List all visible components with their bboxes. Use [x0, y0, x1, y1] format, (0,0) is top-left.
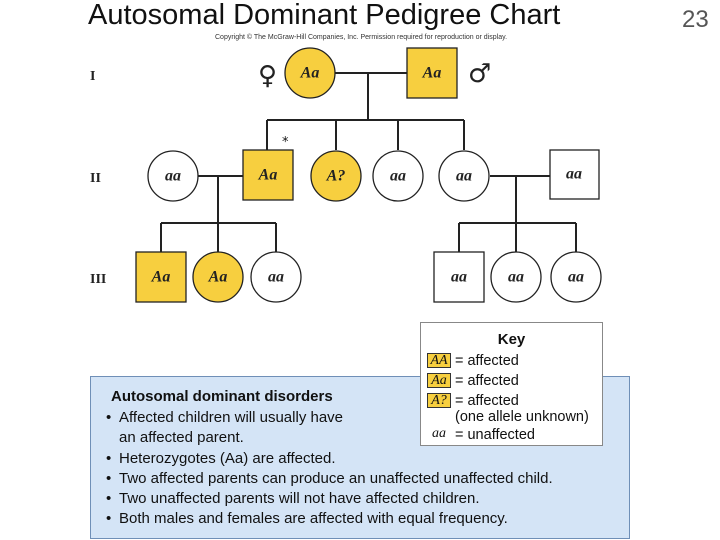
bullet-marker: •	[106, 469, 112, 487]
key-row-Aa: Aa = affected	[427, 372, 519, 389]
individual-g2-1: aa	[147, 150, 199, 202]
key-title: Key	[497, 331, 526, 348]
info-bullet-text: Heterozygotes (Aa) are affected.	[119, 449, 336, 467]
info-bullet-text: Both males and females are affected with…	[119, 510, 508, 528]
female-symbol-icon: ♀	[258, 61, 277, 91]
bullet-marker: •	[106, 449, 112, 467]
generation-label-1: I	[90, 69, 95, 84]
individual-g2-2: Aa	[242, 149, 294, 201]
key-row-AA: AA = affected	[427, 352, 519, 369]
individual-g2-4: aa	[372, 150, 424, 202]
bullet-marker: •	[106, 409, 112, 426]
genotype-label: aa	[456, 168, 472, 185]
individual-g3-3: aa	[250, 251, 302, 303]
individual-g2-5: aa	[438, 150, 490, 202]
key-label: = unaffected	[455, 426, 535, 443]
genotype-label: aa	[568, 269, 584, 286]
key-row-aa: aa = unaffected	[427, 426, 535, 443]
info-bullet-item: • Affected children will usually have an …	[106, 408, 553, 449]
genotype-label: Aa	[422, 65, 442, 82]
generation-label-2: II	[90, 171, 101, 186]
genotype-label: aa	[508, 269, 524, 286]
male-symbol-icon: ♂	[468, 59, 491, 89]
autosomal-dominant-info-box: Autosomal dominant disorders • Affected c…	[90, 376, 630, 539]
info-bullet-list: • Affected children will usually have an …	[106, 408, 553, 530]
key-swatch: Aa	[427, 373, 451, 388]
individual-g3-2: Aa	[192, 251, 244, 303]
genotype-label: A?	[326, 168, 346, 185]
info-bullet-text: Affected children will usually have an a…	[119, 409, 344, 447]
genotype-label: Aa	[300, 65, 320, 82]
genotype-label: aa	[566, 166, 582, 183]
proband-star-marker: *	[282, 135, 289, 150]
bullet-marker: •	[106, 490, 112, 508]
genotype-label: Aa	[208, 269, 228, 286]
bullet-marker: •	[106, 510, 112, 528]
pedigree-key: Key AA = affected Aa = affected A? = aff…	[420, 322, 603, 446]
slide-title: Autosomal Dominant Pedigree Chart	[88, 0, 561, 31]
key-swatch: A?	[427, 393, 451, 408]
individual-g3-6: aa	[550, 251, 602, 303]
key-note: (one allele unknown)	[455, 409, 589, 425]
individual-g1-2: Aa	[406, 47, 458, 99]
genotype-label: Aa	[151, 269, 171, 286]
individual-g2-6: aa	[549, 149, 600, 200]
genotype-label: Aa	[258, 167, 278, 184]
individual-g3-5: aa	[490, 251, 542, 303]
genotype-label: aa	[165, 168, 181, 185]
genotype-label: aa	[268, 269, 284, 286]
generation-label-3: III	[90, 272, 106, 287]
info-bullet-item: • Both males and females are affected wit…	[106, 509, 553, 529]
pedigree-lines	[160, 72, 577, 252]
info-box-title: Autosomal dominant disorders	[111, 388, 333, 405]
genotype-label: aa	[451, 269, 467, 286]
info-bullet-text: Two unaffected parents will not have aff…	[119, 490, 480, 508]
individual-g3-4: aa	[433, 251, 485, 303]
key-label: = affected	[455, 352, 519, 369]
key-swatch: aa	[432, 426, 446, 441]
key-swatch: AA	[427, 353, 451, 368]
slide-number: 23	[682, 6, 709, 33]
info-bullet-text: Two affected parents can produce an unaf…	[119, 469, 553, 487]
individual-g1-1: Aa	[284, 47, 336, 99]
genotype-label: aa	[390, 168, 406, 185]
info-bullet-item: • Heterozygotes (Aa) are affected.	[106, 449, 553, 469]
key-label: = affected	[455, 372, 519, 389]
individual-g3-1: Aa	[135, 251, 187, 303]
info-bullet-item: • Two affected parents can produce an una…	[106, 469, 553, 489]
info-bullet-item: • Two unaffected parents will not have af…	[106, 489, 553, 509]
copyright-notice: Copyright © The McGraw-Hill Companies, I…	[215, 34, 508, 41]
individual-g2-3: A?	[310, 150, 362, 202]
key-row-A-unknown: A? = affected	[427, 392, 519, 409]
key-label: = affected	[455, 392, 519, 409]
